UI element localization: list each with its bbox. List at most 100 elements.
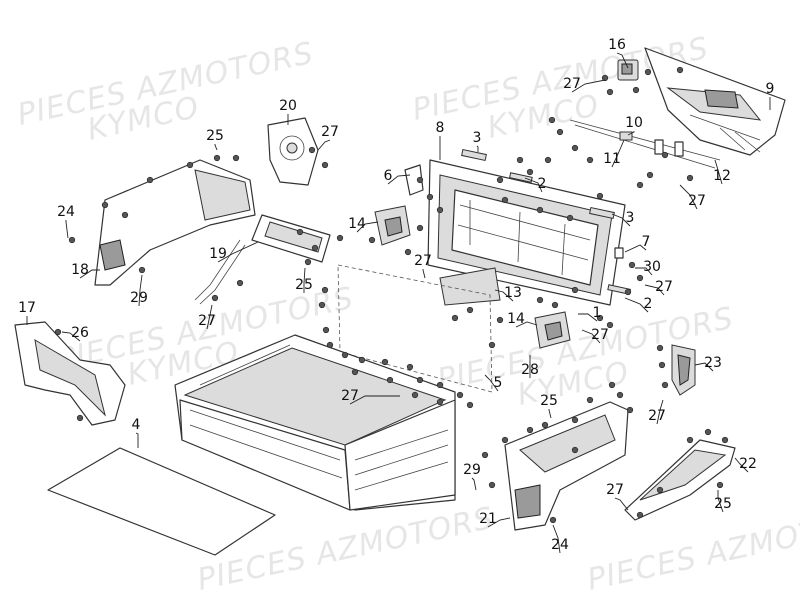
hinge-right (534, 311, 571, 349)
callout-number-27: 27 (341, 388, 359, 404)
callout-leader-line (614, 497, 629, 511)
callout-leader-line (581, 329, 601, 344)
callout-leader-line (138, 274, 143, 307)
callout-number-5: 5 (494, 375, 503, 391)
bolt-icon (658, 361, 666, 369)
bolt-icon (501, 436, 509, 444)
bolt-icon (351, 368, 359, 376)
callout-number-20: 20 (279, 98, 297, 114)
bolt-icon (138, 266, 146, 274)
bolt-icon (601, 74, 609, 82)
bolt-icon (661, 151, 669, 159)
callout-number-14: 14 (507, 311, 525, 327)
callout-leader-line (627, 131, 635, 136)
callout-number-8: 8 (436, 120, 445, 136)
floor-mat (47, 447, 276, 556)
callout-leader-line (611, 213, 631, 227)
callout-number-10: 10 (625, 115, 643, 131)
callout-leader-line (714, 159, 723, 185)
cover-plate (439, 267, 501, 306)
callout-number-25: 25 (206, 128, 224, 144)
bolt-icon (536, 296, 544, 304)
bolt-icon (368, 236, 376, 244)
bolt-icon (211, 294, 219, 302)
callout-leader-line (611, 139, 625, 168)
bolt-icon (426, 193, 434, 201)
bolt-icon (146, 176, 154, 184)
bolt-icon (326, 341, 334, 349)
callout-number-30: 30 (643, 259, 661, 275)
callout-number-27: 27 (688, 193, 706, 209)
bolt-icon (311, 244, 319, 252)
callout-leader-line (487, 517, 511, 528)
callout-number-27: 27 (591, 327, 609, 343)
callout-number-24: 24 (57, 204, 75, 220)
callout-leader-line (387, 174, 411, 185)
callout-number-26: 26 (71, 325, 89, 341)
bolt-icon (488, 341, 496, 349)
callout-leader-line (303, 267, 306, 293)
bolt-icon (536, 206, 544, 214)
callout-leader-line (79, 269, 100, 279)
callout-leader-line (65, 220, 69, 239)
bolt-icon (318, 301, 326, 309)
bolt-icon (636, 511, 644, 519)
bolt-icon (549, 516, 557, 524)
left-fender-panel (94, 159, 256, 286)
side-bracket (671, 344, 696, 396)
callout-number-27: 27 (321, 124, 339, 140)
bolt-icon (456, 391, 464, 399)
callout-number-2: 2 (538, 176, 547, 192)
bolt-icon (704, 428, 712, 436)
callout-number-29: 29 (130, 290, 148, 306)
bolt-icon (632, 86, 640, 94)
callout-leader-line (349, 395, 400, 405)
callout-number-25: 25 (714, 496, 732, 512)
bolt-icon (381, 358, 389, 366)
callout-leader-line (524, 177, 543, 193)
bolt-icon (296, 228, 304, 236)
callout-leader-line (356, 221, 379, 233)
bolt-icon (596, 314, 604, 322)
callout-number-22: 22 (739, 456, 757, 472)
callout-leader-line (484, 374, 499, 392)
callout-leader-line (656, 399, 664, 425)
bolt-icon (321, 286, 329, 294)
callout-number-14: 14 (348, 216, 366, 232)
callout-number-7: 7 (642, 234, 651, 250)
bolt-icon (451, 314, 459, 322)
bolt-icon (101, 201, 109, 209)
bolt-icon (501, 196, 509, 204)
upper-cover-bracket (267, 117, 319, 186)
bolt-icon (571, 286, 579, 294)
callout-leader-line (552, 524, 561, 554)
bolt-icon (411, 391, 419, 399)
callout-leader-line (624, 297, 649, 313)
callout-leader-line (494, 289, 514, 302)
callout-number-24: 24 (551, 537, 569, 553)
callout-number-21: 21 (479, 511, 497, 527)
bolt-icon (436, 398, 444, 406)
bolt-icon (436, 381, 444, 389)
callout-number-27: 27 (198, 313, 216, 329)
callout-number-3: 3 (626, 210, 635, 226)
bolt-icon (606, 88, 614, 96)
bolt-icon (686, 436, 694, 444)
bolt-icon (571, 416, 579, 424)
callout-number-16: 16 (608, 37, 626, 53)
callout-number-27: 27 (655, 279, 673, 295)
bolt-icon (548, 116, 556, 124)
callout-number-6: 6 (384, 168, 393, 184)
bolt-icon (488, 481, 496, 489)
callout-number-18: 18 (71, 262, 89, 278)
bolt-icon (626, 406, 634, 414)
hinge-left (374, 205, 411, 246)
callout-number-4: 4 (132, 417, 141, 433)
bolt-icon (416, 376, 424, 384)
bolt-icon (416, 224, 424, 232)
callout-leader-line (214, 144, 218, 151)
bolt-icon (68, 236, 76, 244)
bolt-icon (54, 328, 62, 336)
